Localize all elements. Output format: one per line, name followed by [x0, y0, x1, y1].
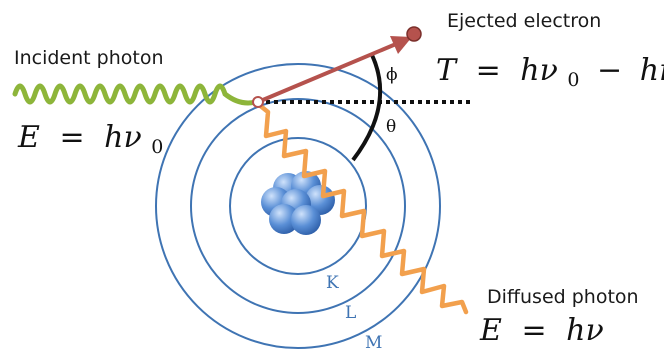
angle-theta: θ — [386, 117, 396, 137]
ejected-electron-label: Ejected electron — [447, 10, 601, 32]
incident-energy-equation: E = hν 0 — [17, 120, 163, 158]
incident-photon-label: Incident photon — [14, 47, 164, 69]
shell-label-m: M — [365, 333, 382, 352]
electron-icon — [253, 97, 263, 107]
ejected-electron-icon — [407, 27, 421, 41]
shell-label-l: L — [345, 303, 356, 323]
kinetic-energy-equation: T = hν 0 − hν — [436, 53, 664, 94]
shell-label-k: K — [326, 273, 339, 293]
angle-phi: ϕ — [386, 65, 398, 85]
diffused-photon-label: Diffused photon — [487, 286, 639, 308]
diffused-energy-equation: E = hν — [479, 313, 604, 348]
incident-photon-wave — [15, 86, 256, 103]
angle-arc — [353, 55, 380, 160]
